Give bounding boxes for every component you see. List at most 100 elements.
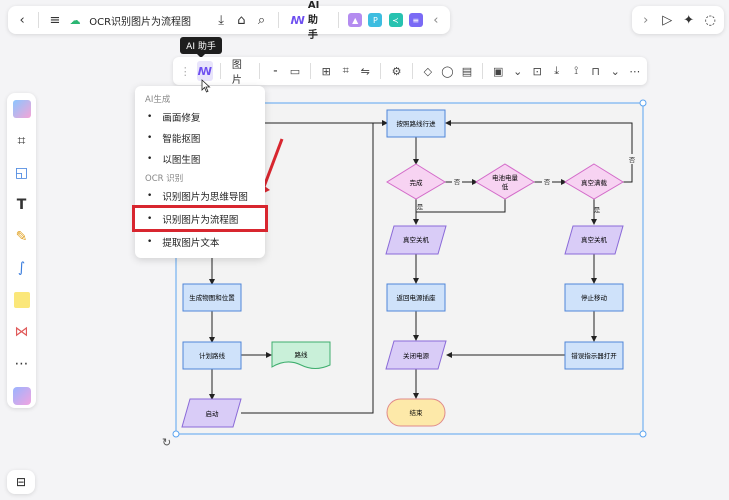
menu-icon[interactable]: ≡ [49, 12, 61, 28]
node-calc-route[interactable] [182, 341, 242, 370]
divider [259, 63, 261, 79]
rotate-icon[interactable]: ↻ [162, 436, 171, 449]
chevron-down-icon[interactable]: ⌄ [610, 64, 620, 78]
border-icon[interactable]: ▭ [289, 64, 301, 78]
cloud-sync-icon: ☁ [69, 13, 81, 27]
play-icon[interactable]: ▷ [662, 12, 673, 28]
celebrate-icon[interactable]: ✦ [683, 12, 695, 28]
resize-handle[interactable] [639, 99, 647, 107]
node-gen-map[interactable] [182, 283, 242, 312]
document-title[interactable]: OCR识别图片为流程图 [89, 16, 192, 28]
ai-logo-icon[interactable]: ꟿ [196, 61, 213, 81]
menu-item-extract-text[interactable]: 提取图片文本 [135, 231, 265, 252]
menu-item-ocr-flowchart[interactable]: 识别图片为流程图 [132, 205, 268, 232]
tag-icon[interactable]: ◇ [423, 64, 433, 78]
node-vac-off-1[interactable] [385, 225, 447, 255]
chevron-down-icon[interactable]: ⌄ [513, 64, 523, 78]
note-icon[interactable]: ▤ [461, 64, 473, 78]
comment-plugin-icon[interactable]: ≡ [408, 9, 424, 31]
divider [310, 63, 311, 79]
more-icon[interactable]: ⋯ [629, 64, 641, 78]
template-icon[interactable] [11, 97, 33, 121]
settings-icon[interactable]: ⚙ [391, 64, 402, 78]
section-ai-generate: AI生成 [145, 95, 171, 105]
node-calc-route-label: 计划路线 [199, 351, 226, 360]
resize-handle[interactable] [639, 430, 647, 438]
pen-icon[interactable]: ✎ [15, 228, 28, 245]
mouse-cursor-icon [201, 79, 211, 93]
resize-handle[interactable] [172, 430, 180, 438]
divider [411, 63, 413, 79]
node-power-off-label: 关闭电源 [403, 351, 430, 360]
p-plugin-icon[interactable]: P [367, 9, 383, 31]
node-return-power[interactable] [386, 283, 446, 312]
back-icon[interactable]: ‹ [19, 12, 25, 28]
ai-assistant-label: AI助手 [307, 0, 320, 41]
node-vacuum-full[interactable] [564, 163, 624, 200]
menu-item-image-to-image[interactable]: 以图生图 [135, 148, 265, 169]
node-end[interactable] [386, 398, 446, 427]
zoom-icon[interactable]: ⊡ [532, 64, 542, 78]
drag-handle-icon[interactable]: ⋮ [179, 64, 191, 78]
crop-icon[interactable]: ⌗ [342, 64, 349, 77]
flip-icon[interactable]: ⇋ [360, 64, 370, 78]
shape-icon[interactable]: ◱ [14, 164, 29, 181]
plugin-icon[interactable] [11, 384, 33, 408]
text-icon[interactable]: T [16, 196, 27, 213]
comment-icon[interactable]: ◯ [441, 64, 454, 78]
divider [482, 63, 483, 79]
download-icon[interactable]: ⤓ [218, 12, 225, 28]
node-start[interactable] [181, 398, 242, 428]
lock-icon[interactable]: ⊓ [591, 64, 601, 78]
menu-item-ocr-mindmap[interactable]: 识别图片为思维导图 [135, 185, 265, 206]
divider [220, 63, 221, 79]
more-icon[interactable]: ⋯ [14, 356, 29, 373]
line-style-icon[interactable]: ⁃ [272, 64, 279, 78]
connector-icon[interactable]: ∫ [17, 260, 26, 277]
node-stop-moving[interactable] [564, 283, 624, 312]
align-icon[interactable]: ⊞ [321, 64, 331, 78]
right-toolbar: › ▷ ✦ ◌ [632, 6, 724, 34]
image-plugin-icon[interactable]: ▲ [347, 9, 363, 31]
image-toolbar: ⋮ ꟿ 图片 ⁃ ▭ ⊞ ⌗ ⇋ ⚙ ◇ ◯ ▤ ▣ ⌄ ⊡ ⤓ ⟟ ⊓ ⌄ ⋯ [173, 57, 647, 86]
download-icon[interactable]: ⤓ [554, 64, 560, 77]
ai-logo-icon: ꟿ [290, 13, 305, 27]
edge-label-yes: 是 [594, 206, 601, 214]
image-label: 图片 [231, 60, 242, 86]
menu-item-smart-cutout[interactable]: 智能抠图 [135, 127, 265, 148]
node-return-power-label: 返回电源插座 [397, 293, 437, 302]
node-complete[interactable] [386, 163, 446, 200]
comment-icon[interactable]: ◌ [704, 12, 716, 28]
node-battery[interactable] [475, 163, 535, 200]
frame-icon[interactable]: ⌗ [17, 132, 26, 149]
node-vac-off-2[interactable] [564, 225, 624, 255]
mindmap-icon[interactable]: ⋈ [14, 324, 29, 341]
node-route-doc-label: 路线 [295, 350, 309, 359]
collapse-icon[interactable]: ‹ [433, 12, 439, 28]
edge-label-yes: 是 [417, 203, 424, 211]
minimap-button[interactable]: ⊟ [7, 470, 35, 494]
wand-icon[interactable]: ⟟ [574, 64, 579, 77]
divider [38, 12, 39, 28]
ai-assistant-button[interactable]: ꟿ AI助手 [286, 0, 330, 41]
node-start-label: 启动 [206, 409, 220, 418]
section-ocr: OCR 识别 [145, 174, 184, 184]
node-error-light[interactable] [564, 341, 624, 370]
image-replace-icon[interactable]: ▣ [493, 64, 504, 78]
node-end-label: 结束 [410, 408, 424, 417]
search-icon[interactable]: ⌕ [257, 12, 266, 28]
menu-item-image-repair[interactable]: 画面修复 [135, 106, 265, 127]
node-plan-route[interactable] [386, 109, 446, 138]
divider [380, 63, 382, 79]
ai-assistant-tooltip: AI 助手 [180, 37, 222, 58]
node-vac-off-2-label: 真空关机 [581, 235, 608, 244]
tag-icon[interactable]: ⌂ [237, 12, 246, 28]
node-power-off[interactable] [385, 340, 447, 370]
node-route-doc[interactable] [271, 341, 331, 369]
share-plugin-icon[interactable]: ≺ [387, 9, 403, 31]
left-toolbar: ⌗ ◱ T ✎ ∫ ⋈ ⋯ [7, 93, 36, 408]
node-battery-label-2: 低 [502, 182, 509, 191]
expand-icon[interactable]: › [643, 12, 649, 28]
node-vac-off-1-label: 真空关机 [403, 235, 430, 244]
sticky-note-icon[interactable] [11, 288, 33, 312]
